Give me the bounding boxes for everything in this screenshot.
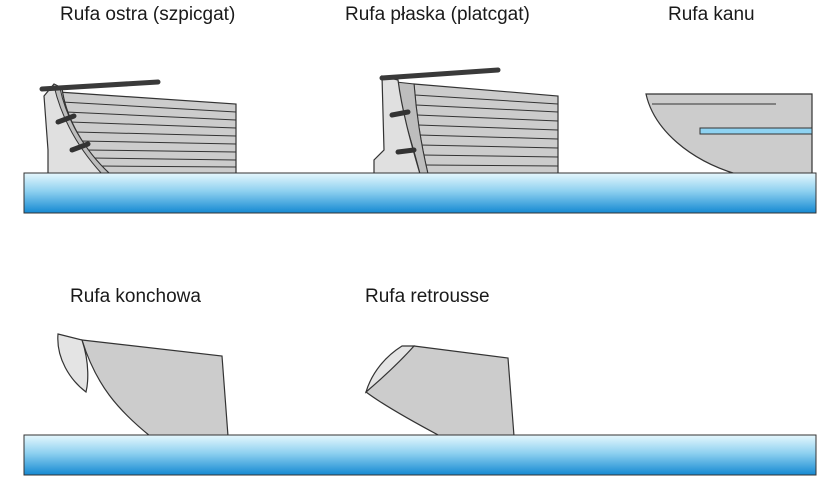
canoe-stern-boat [645,93,813,175]
water-upper [23,172,817,214]
flat-pintle-upper [389,109,411,118]
konchowa-hull [81,339,229,437]
spitz-pintle-upper [55,113,77,125]
label-rufa-ostra: Rufa ostra (szpicgat) [60,4,236,25]
flat-planks [414,94,559,167]
spitz-pintle-lower [69,141,91,153]
canoe-waterline-stripe [699,127,813,135]
water-lower [23,434,817,476]
flat-pintle-lower [395,147,417,155]
label-rufa-retrousse: Rufa retrousse [365,286,490,307]
konchowa-transom [57,333,89,394]
retrousse-stern-boat [364,345,515,437]
label-rufa-kanu: Rufa kanu [668,4,755,25]
flat-tiller [379,67,501,81]
spitz-planks [61,101,237,168]
konchowa-stern-boat [57,333,229,437]
flat-stern-boat [373,67,559,175]
spitz-tiller [39,79,161,92]
label-rufa-plaska: Rufa płaska (platcgat) [345,4,530,25]
spitz-stern-boat [39,79,237,175]
retrousse-transom [364,345,416,394]
label-rufa-konchowa: Rufa konchowa [70,286,201,307]
